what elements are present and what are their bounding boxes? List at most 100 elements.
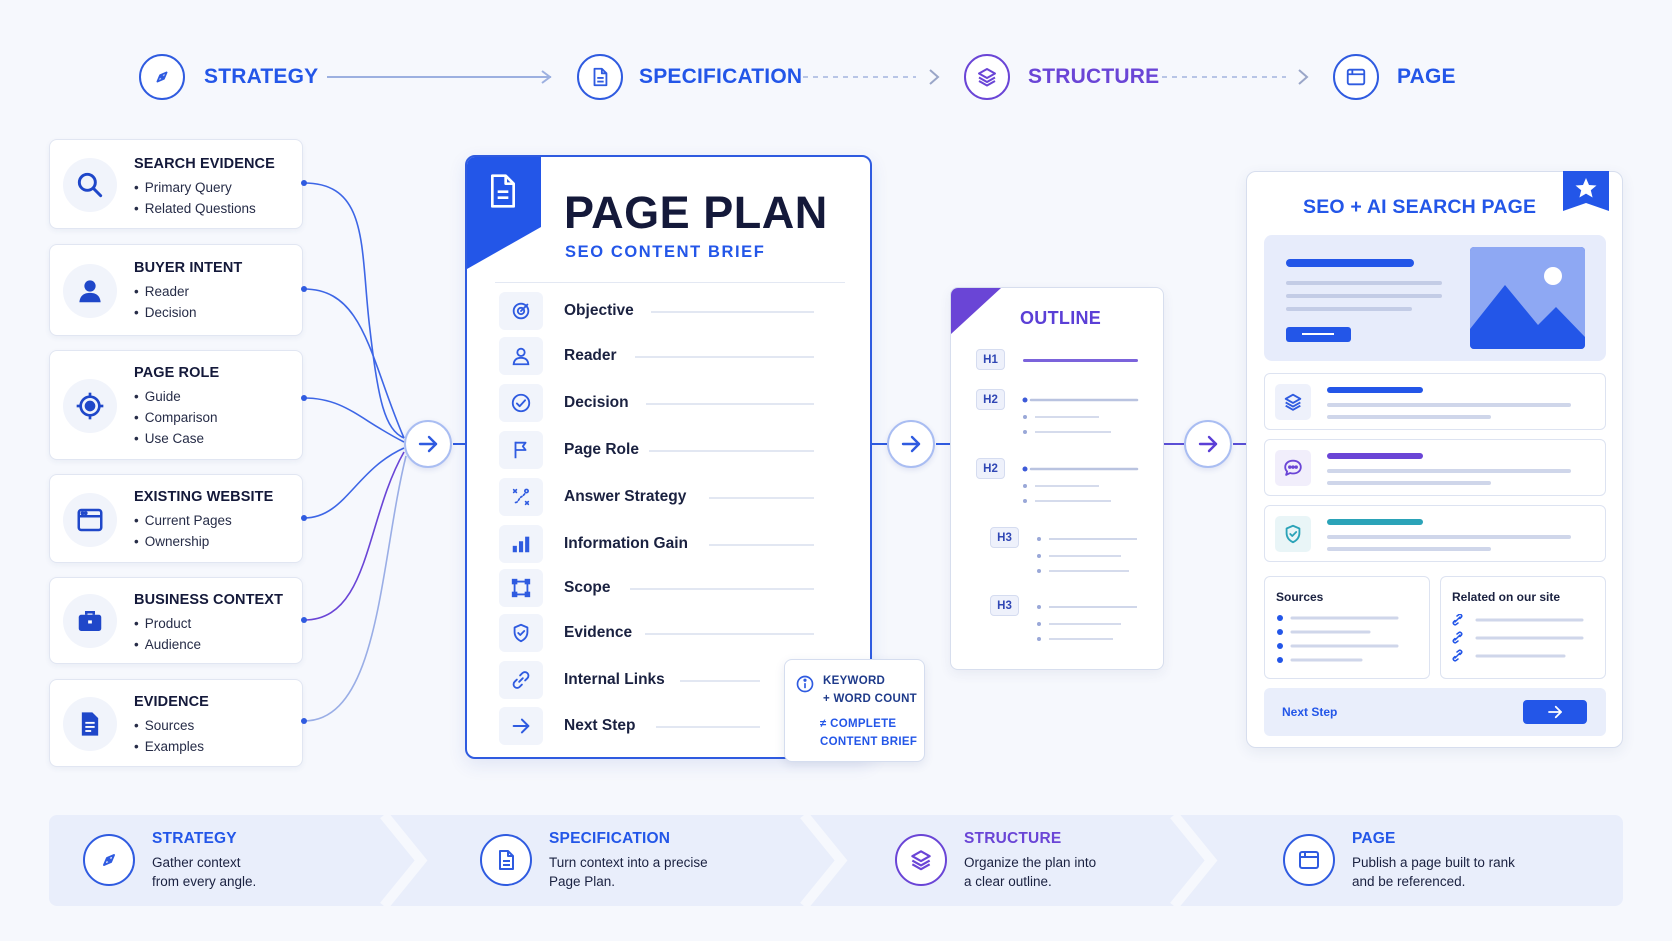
image-placeholder-icon (1470, 247, 1585, 349)
block-title-bar (1327, 453, 1423, 459)
connector-dot (301, 180, 307, 186)
row-line (635, 356, 814, 358)
plan-row-label: Information Gain (564, 535, 688, 552)
browser-window-icon (1283, 834, 1335, 886)
ribbon-desc-line: Publish a page built to rank (1352, 855, 1515, 870)
plan-row-information-gain: Information Gain (499, 525, 839, 565)
ribbon-desc-strategy: Gather context from every angle. (152, 853, 372, 891)
plan-row-scope: Scope (499, 569, 839, 609)
plan-row-evidence: Evidence (499, 614, 839, 654)
ribbon-desc-specification: Turn context into a precise Page Plan. (549, 853, 769, 891)
ribbon-desc-line: Page Plan. (549, 874, 616, 889)
connector-dot (301, 718, 307, 724)
step-structure-label: STRUCTURE (1028, 65, 1160, 88)
plan-row-label: Next Step (564, 717, 636, 734)
ribbon-title-page: PAGE (1352, 830, 1396, 847)
target-icon (63, 379, 117, 433)
row-line (651, 311, 814, 313)
block-title-bar (1327, 387, 1423, 393)
heading-badge-h3: H3 (990, 595, 1019, 616)
plan-row-label: Decision (564, 394, 629, 411)
step-connector-dashed-2 (1162, 69, 1309, 85)
content-block-shield (1264, 505, 1606, 562)
hub-arrow-icon (887, 420, 935, 468)
row-line (645, 633, 814, 635)
layers-icon (1275, 384, 1311, 420)
input-list: Guide Comparison Use Case (134, 386, 218, 449)
input-title: PAGE ROLE (134, 365, 220, 381)
list-item: Examples (134, 736, 204, 757)
content-block-chat (1264, 439, 1606, 496)
bottom-ribbon: STRATEGY Gather context from every angle… (49, 815, 1623, 906)
next-step-button[interactable] (1523, 700, 1587, 724)
row-line (649, 450, 814, 452)
related-label: Related on our site (1452, 590, 1561, 604)
next-step-bar[interactable]: Next Step (1264, 688, 1606, 736)
related-links-list (1452, 614, 1584, 662)
ribbon-desc-line: from every angle. (152, 874, 257, 889)
seo-page-title: SEO + AI SEARCH PAGE (1303, 196, 1537, 218)
input-card-search-evidence: SEARCH EVIDENCE Primary Query Related Qu… (49, 139, 303, 229)
row-line (680, 680, 760, 682)
plan-row-label: Internal Links (564, 671, 665, 688)
hero-button-line (1302, 333, 1334, 335)
hero-text-line (1286, 281, 1442, 285)
block-text-line (1327, 403, 1571, 407)
input-title: SEARCH EVIDENCE (134, 156, 275, 172)
plan-row-decision: Decision (499, 384, 839, 424)
user-icon (499, 337, 543, 375)
ribbon-desc-line: Turn context into a precise (549, 855, 708, 870)
list-item: Audience (134, 634, 201, 655)
hub-arrow-icon (404, 420, 452, 468)
hero-block (1264, 235, 1606, 361)
hero-title-bar (1286, 259, 1414, 267)
step-specification-label: SPECIFICATION (639, 65, 803, 88)
arrow-right-icon (1548, 705, 1562, 719)
hero-button (1286, 327, 1351, 342)
list-item: Related Questions (134, 198, 256, 219)
plan-row-internal-links: Internal Links (499, 661, 839, 701)
chat-icon (1275, 450, 1311, 486)
ribbon-desc-line: Gather context (152, 855, 241, 870)
user-icon (63, 264, 117, 318)
block-text-line (1327, 547, 1491, 551)
connector-dot (301, 395, 307, 401)
plan-row-label: Scope (564, 579, 611, 596)
target-check-icon (499, 292, 543, 330)
plan-row-label: Reader (564, 347, 617, 364)
ribbon-chevrons (380, 815, 1218, 906)
list-item: Guide (134, 386, 218, 407)
row-line (630, 588, 814, 590)
plan-row-reader: Reader (499, 337, 839, 377)
ribbon-desc-line: and be referenced. (1352, 874, 1466, 889)
note-line-complete: ≠ COMPLETE (820, 718, 897, 730)
sources-list (1277, 615, 1399, 663)
input-list: Primary Query Related Questions (134, 177, 256, 219)
ribbon-title-specification: SPECIFICATION (549, 830, 671, 847)
plan-subtitle: SEO CONTENT BRIEF (565, 243, 766, 261)
outline-card: OUTLINE H1 H2 H2 H3 H3 (950, 287, 1164, 670)
keyword-note-card: KEYWORD + WORD COUNT ≠ COMPLETE CONTENT … (784, 659, 925, 762)
row-line (646, 403, 814, 405)
input-list: Current Pages Ownership (134, 510, 232, 552)
connector-dot (301, 515, 307, 521)
strategy-icon (499, 478, 543, 516)
sources-label: Sources (1276, 590, 1324, 604)
input-list: Product Audience (134, 613, 201, 655)
connector-dot (301, 617, 307, 623)
related-block: Related on our site (1440, 576, 1606, 679)
plan-row-page-role: Page Role (499, 431, 839, 471)
info-icon (796, 675, 814, 693)
outline-lines (1037, 537, 1137, 573)
document-icon (480, 834, 532, 886)
search-icon (63, 158, 117, 212)
outline-title: OUTLINE (1020, 308, 1102, 328)
plan-row-answer-strategy: Answer Strategy (499, 478, 839, 518)
seo-page-card: SEO + AI SEARCH PAGE (1246, 171, 1623, 748)
shield-check-icon (1275, 516, 1311, 552)
outline-lines (1022, 397, 1139, 434)
row-line (656, 726, 760, 728)
plan-corner-ribbon (467, 157, 541, 269)
document-icon (577, 54, 623, 100)
